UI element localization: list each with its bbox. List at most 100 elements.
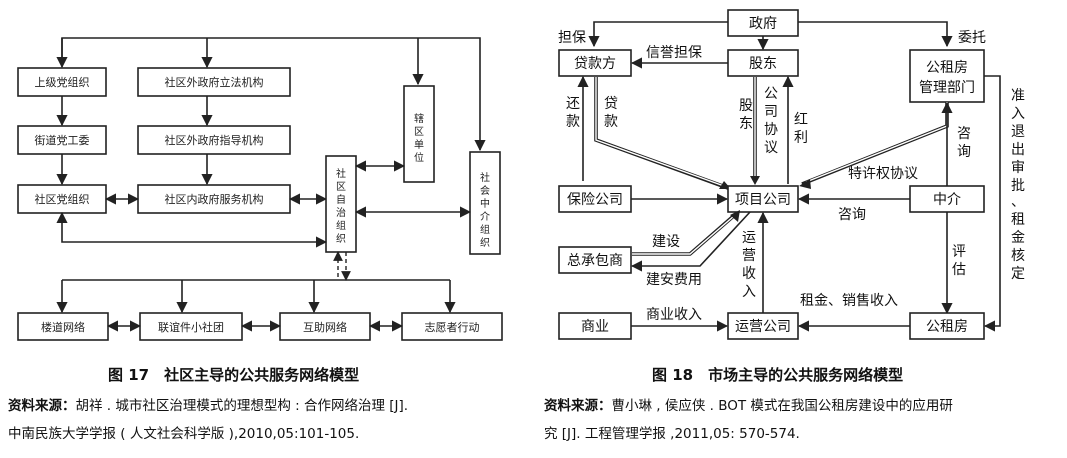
label-build: 建设 — [652, 234, 680, 250]
node-intermediary-char-1: 社 — [480, 171, 490, 184]
node-community-party-label: 社区党组织 — [35, 192, 90, 206]
label-loan-2: 款 — [604, 114, 618, 130]
edge-gov-housing-dept — [798, 21, 953, 48]
label-agreement-3: 协 — [764, 122, 778, 138]
node-autonomous-char-4: 治 — [336, 206, 346, 219]
node-housing-label: 公租房 — [926, 319, 968, 335]
edge-build-arrowhead — [730, 210, 740, 222]
label-approval-8: 租 — [1011, 212, 1025, 228]
node-mutual — [279, 312, 371, 341]
edge-shareholder-project-arrowhead — [750, 176, 760, 185]
label-approval-10: 核 — [1011, 248, 1025, 264]
node-autonomous-char-3: 自 — [336, 193, 346, 206]
node-autonomous — [325, 155, 357, 253]
market-led-network-diagram: 政府 担保 委托 贷款方 股东 信誉担保 公租房 管理部门 还 款 贷 款 股 … — [558, 9, 1025, 340]
edge-build-inner — [632, 215, 735, 255]
label-agreement-2: 司 — [764, 104, 778, 120]
label-agreement-4: 议 — [764, 140, 778, 156]
node-intermediary-char-5: 组 — [480, 223, 490, 236]
label-franchise: 特许权协议 — [848, 166, 918, 182]
figure-17-caption: 图 17 社区主导的公共服务网络模型 — [108, 366, 360, 384]
node-intermediary-char-2: 会 — [480, 184, 490, 197]
label-dividend-1: 红 — [794, 112, 808, 128]
node-housing-dept-label-2: 管理部门 — [919, 80, 975, 96]
label-consult-1: 咨 — [957, 126, 971, 142]
figure-18-source-text-1: 曹小琳 , 侯应侠 . BOT 模式在我国公租房建设中的应用研 — [611, 398, 953, 414]
label-approval-2: 入 — [1011, 106, 1025, 122]
node-guidance-label: 社区外政府指导机构 — [165, 133, 264, 147]
label-build-cost: 建安费用 — [646, 272, 702, 288]
node-service-label: 社区内政府服务机构 — [165, 192, 264, 206]
node-club-label: 联谊件小社团 — [158, 320, 224, 334]
node-contractor — [558, 246, 632, 274]
label-evaluate-1: 评 — [952, 244, 966, 260]
label-entrust: 委托 — [958, 30, 986, 46]
node-mutual-label: 互助网络 — [303, 320, 347, 334]
node-jurisdiction-char-1: 辖 — [414, 112, 424, 125]
node-commerce — [558, 312, 632, 340]
node-street-party-label: 街道党工委 — [35, 133, 90, 147]
figure-18-source-label: 资料来源： — [544, 398, 612, 414]
node-housing-dept-label-1: 公租房 — [926, 60, 968, 76]
edge-gov-lender — [588, 21, 728, 48]
node-upper-party — [17, 67, 107, 97]
node-intermediary-char-3: 中 — [480, 197, 490, 210]
node-government-label: 政府 — [749, 16, 777, 32]
edge-approval — [983, 75, 1001, 332]
label-consult-2: 询 — [957, 144, 971, 160]
label-shareholder-2: 东 — [739, 116, 753, 132]
node-project-label: 项目公司 — [735, 192, 791, 208]
label-approval-11: 定 — [1011, 266, 1025, 282]
node-autonomous-char-5: 组 — [336, 219, 346, 232]
node-lender-label: 贷款方 — [574, 56, 616, 72]
label-agreement-1: 公 — [764, 86, 778, 102]
label-approval-9: 金 — [1011, 230, 1025, 246]
label-repay-2: 款 — [566, 114, 580, 130]
figure-18-source-line-2: 究 [J]. 工程管理学报 ,2011,05: 570-574. — [544, 426, 800, 442]
figure-18-source: 资料来源：曹小琳 , 侯应侠 . BOT 模式在我国公租房建设中的应用研 究 [… — [544, 392, 1064, 448]
figure-17-source-line-2: 中南民族大学学报 ( 人文社会科学版 ),2010,05:101-105. — [8, 426, 360, 442]
node-housing — [909, 312, 985, 340]
label-biz-income: 商业收入 — [646, 307, 702, 323]
node-insurance — [558, 185, 632, 213]
node-operator-label: 运营公司 — [735, 319, 791, 335]
node-shareholder-label: 股东 — [749, 56, 777, 72]
edge-build-cost — [630, 211, 751, 272]
node-jurisdiction-char-2: 区 — [414, 126, 424, 138]
node-intermediary-char-4: 介 — [480, 211, 490, 223]
node-jurisdiction-char-4: 位 — [414, 151, 424, 164]
label-consult-h: 咨询 — [838, 207, 866, 223]
edge-party-autonomous — [56, 211, 328, 248]
node-upper-party-label: 上级党组织 — [35, 75, 90, 89]
label-approval-5: 审 — [1011, 160, 1025, 176]
label-shareholder-1: 股 — [739, 98, 753, 114]
node-agency — [909, 185, 985, 213]
label-op-income-3: 收 — [742, 266, 756, 282]
label-guarantee: 担保 — [558, 30, 586, 46]
node-service — [137, 184, 291, 214]
edge-loan-double — [594, 77, 729, 190]
node-guidance — [137, 125, 291, 155]
node-autonomous-char-1: 社 — [336, 167, 346, 180]
node-contractor-label: 总承包商 — [567, 253, 623, 269]
node-legislative — [137, 67, 291, 97]
edge-build — [632, 211, 739, 256]
node-government — [727, 9, 799, 37]
node-building-label: 楼道网络 — [41, 320, 85, 334]
node-legislative-label: 社区外政府立法机构 — [165, 75, 264, 89]
label-evaluate-2: 估 — [952, 262, 966, 278]
community-led-network-diagram: 上级党组织 街道党工委 社区党组织 社区外政府立法机构 社区外政府指导机构 社区… — [17, 37, 503, 341]
label-repay-1: 还 — [566, 96, 580, 112]
label-rent-sales: 租金、销售收入 — [800, 293, 898, 309]
figure-18-source-line-1: 资料来源：曹小琳 , 侯应侠 . BOT 模式在我国公租房建设中的应用研 — [544, 392, 1064, 420]
edge-franchise-arrowhead — [799, 179, 811, 189]
node-building — [17, 312, 109, 341]
node-autonomous-char-6: 织 — [336, 233, 346, 245]
label-op-income-2: 营 — [742, 248, 756, 264]
edge-loan-double-inner — [595, 77, 725, 187]
node-agency-label: 中介 — [933, 192, 961, 208]
node-jurisdiction — [403, 85, 435, 183]
node-commerce-label: 商业 — [581, 319, 609, 335]
node-volunteer — [401, 312, 503, 341]
